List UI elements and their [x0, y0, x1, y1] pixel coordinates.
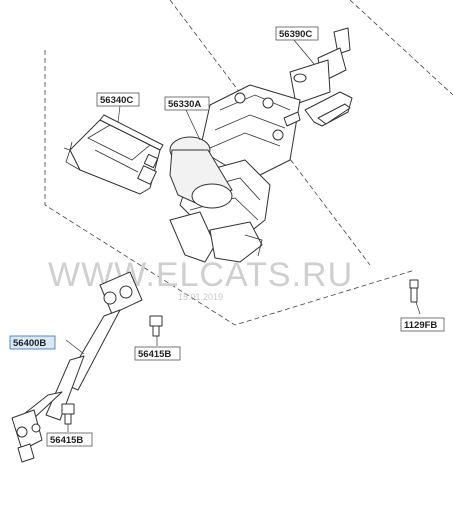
label-1129fb[interactable]: 1129FB [400, 317, 445, 332]
label-56400b[interactable]: 56400B [9, 335, 56, 350]
bolt-upper [149, 315, 163, 337]
label-1129fb-text: 1129FB [404, 320, 437, 331]
bolt-1129fb [409, 279, 419, 303]
label-56340c[interactable]: 56340C [96, 92, 140, 107]
label-56390c-text: 56390C [279, 29, 312, 40]
watermark-date: 15.01.2019 [178, 292, 223, 302]
leader-lines [65, 39, 421, 432]
label-56340c-text: 56340C [100, 95, 133, 106]
assembly-frame [44, 0, 453, 326]
bolt-lower [61, 403, 75, 425]
label-56330a[interactable]: 56330A [164, 96, 210, 111]
label-56330a-text: 56330A [168, 99, 201, 110]
intermediate-shaft [11, 271, 143, 463]
label-56390c[interactable]: 56390C [275, 26, 319, 41]
label-56415b-upper-text: 56415B [138, 349, 171, 360]
label-56415b-lower-text: 56415B [50, 435, 83, 446]
ecu-module [63, 114, 164, 195]
label-56400b-text: 56400B [13, 338, 46, 349]
steering-column [169, 27, 353, 263]
label-56415b-upper[interactable]: 56415B [134, 346, 181, 361]
watermark-text: WWW.ELCATS.RU [48, 256, 353, 294]
label-56415b-lower[interactable]: 56415B [46, 432, 93, 447]
